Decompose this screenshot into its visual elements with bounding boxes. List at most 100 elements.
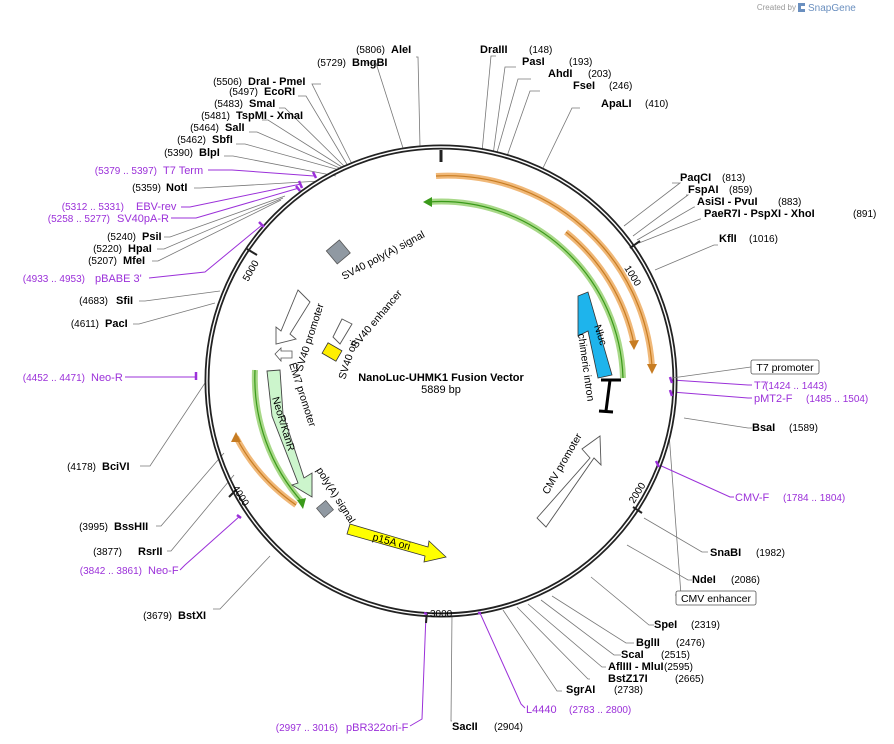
primer-position: (1424 .. 1443) — [765, 381, 827, 392]
site-labels: (5806)AleI(5729)BmgBI(5506)DraI - PmeI(5… — [67, 44, 876, 733]
sv40-polya-label: SV40 poly(A) signal — [340, 229, 427, 283]
orange-arc-inner-arrow — [629, 340, 639, 350]
site-name: BciVI — [102, 461, 130, 473]
site-position: (5729) — [317, 58, 346, 69]
site-name: BsaI — [752, 422, 775, 434]
site-position: (5464) — [190, 123, 219, 134]
primer-name: Neo-R — [91, 372, 123, 384]
orange-arc-left-arrow — [231, 432, 241, 442]
sv40-ori-feature — [321, 342, 343, 362]
polya-feature — [316, 500, 334, 518]
green-arc-left-arrow — [297, 498, 306, 509]
primer-position: (4452 .. 4471) — [23, 373, 85, 384]
watermark-brand: SnapGene — [808, 3, 856, 14]
plasmid-size: 5889 bp — [421, 384, 461, 396]
site-position: (1982) — [756, 548, 785, 559]
site-name: BssHII — [114, 521, 148, 533]
sv40-enhancer-label: SV40 enhancer — [349, 287, 405, 351]
primer-position: (1784 .. 1804) — [783, 493, 845, 504]
site-position: (883) — [778, 197, 801, 208]
primer-position: (3842 .. 3861) — [80, 566, 142, 577]
site-name: NdeI — [692, 574, 716, 586]
site-name: BglII — [636, 637, 660, 649]
site-name: BstXI — [178, 610, 206, 622]
site-name: MfeI — [123, 255, 145, 267]
site-position: (5390) — [164, 148, 193, 159]
neor-kanr-feature — [266, 369, 313, 498]
cmv-enhancer-box — [675, 590, 757, 606]
primer-markers — [194, 171, 674, 616]
site-position: (246) — [609, 81, 632, 92]
cmv-promoter-feature — [536, 435, 602, 528]
site-name: AflIII - MluI — [608, 661, 664, 673]
site-name: DraIII — [480, 44, 508, 56]
site-name: HpaI — [128, 243, 152, 255]
site-name: PsiI — [142, 231, 162, 243]
neor-kanr-label: NeoR/KanR — [269, 395, 297, 452]
site-name: SbfI — [212, 134, 233, 146]
site-name: ApaLI — [601, 98, 632, 110]
primer-position: (2997 .. 3016) — [276, 723, 338, 734]
green-arc-left-line — [254, 369, 304, 504]
polya-label: poly(A) signal — [313, 465, 357, 525]
site-position: (410) — [645, 99, 668, 110]
site-name: SfiI — [116, 295, 133, 307]
site-name: PaeR7I - PspXI - XhoI — [704, 208, 815, 220]
site-position: (5220) — [93, 244, 122, 255]
site-name: SnaBI — [710, 547, 741, 559]
green-arc-right-arrow — [423, 197, 432, 207]
site-position: (5806) — [356, 45, 385, 56]
cmv-enhancer-label: CMV enhancer — [681, 593, 752, 605]
primer-labels: (5379 .. 5397) T7 Term (5312 .. 5331) EBV-r… — [23, 165, 869, 734]
site-position: (193) — [569, 57, 592, 68]
primer-leaders — [125, 169, 752, 727]
orange-arc-inner-line — [565, 231, 635, 345]
primer-name: SV40pA-R — [117, 213, 169, 225]
site-position: (5483) — [214, 99, 243, 110]
site-name: PasI — [522, 56, 545, 68]
site-name: DraI - PmeI — [248, 76, 305, 88]
site-name: KflI — [719, 233, 737, 245]
t7-promoter-leader — [671, 366, 752, 379]
orange-arc-left-line — [235, 436, 297, 506]
site-position: (2476) — [676, 638, 705, 649]
site-position: (5481) — [201, 111, 230, 122]
primer-position: (5312 .. 5331) — [62, 202, 124, 213]
sv40-enhancer-feature — [332, 318, 353, 345]
t7-promoter-label: T7 promoter — [756, 362, 814, 374]
watermark-created-by: Created by — [757, 3, 796, 12]
site-position: (5462) — [177, 135, 206, 146]
site-position: (2319) — [691, 620, 720, 631]
chimeric-intron-feature — [598, 378, 621, 414]
plasmid-backbone-inner — [206, 146, 676, 616]
primer-name: T7 Term — [163, 165, 203, 177]
site-position: (3995) — [79, 522, 108, 533]
site-name: FspAI — [688, 184, 719, 196]
site-name: TspMI - XmaI — [236, 110, 303, 122]
site-name: SpeI — [654, 619, 677, 631]
site-position: (813) — [722, 173, 745, 184]
primer-name: CMV-F — [735, 492, 770, 504]
site-name: SalI — [225, 122, 245, 134]
primer-position: (1485 .. 1504) — [806, 394, 868, 405]
site-position: (5506) — [213, 77, 242, 88]
site-name: AhdI — [548, 68, 572, 80]
primer-position: (4933 .. 4953) — [23, 274, 85, 285]
site-name: AleI — [391, 44, 411, 56]
site-position: (5497) — [229, 87, 258, 98]
tick-label-5000: 5000 — [241, 258, 262, 283]
snapgene-logo-icon — [798, 3, 805, 12]
orange-arc-outer-line — [435, 175, 653, 367]
site-name: BmgBI — [352, 57, 387, 69]
plasmid-name: NanoLuc-UHMK1 Fusion Vector — [358, 372, 524, 384]
site-name: PaqCI — [680, 172, 711, 184]
cmv-promoter-label: CMV promoter — [540, 431, 585, 497]
site-position: (1589) — [789, 423, 818, 434]
site-name: SmaI — [249, 98, 275, 110]
site-position: (2595) — [664, 662, 693, 673]
primer-position: (5379 .. 5397) — [95, 166, 157, 177]
site-name: SgrAI — [566, 684, 595, 696]
site-position: (4683) — [79, 296, 108, 307]
primer-name: EBV-rev — [136, 201, 177, 213]
site-name: RsrII — [138, 546, 162, 558]
